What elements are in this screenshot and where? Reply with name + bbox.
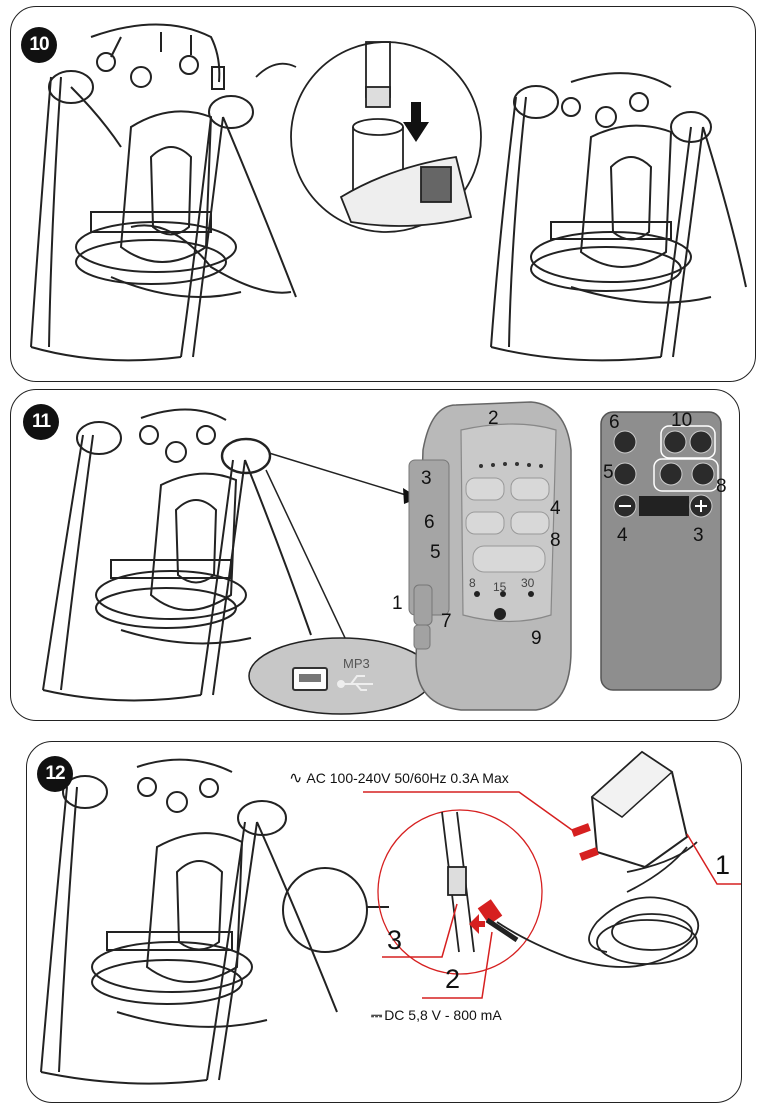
callout-unit-9: 9 bbox=[531, 628, 542, 649]
remote-control bbox=[600, 411, 722, 691]
usb-symbol-icon bbox=[337, 675, 373, 691]
callout-remote-5: 5 bbox=[603, 462, 614, 483]
callout-unit-3: 3 bbox=[421, 468, 432, 489]
insert-arrow-icon bbox=[403, 102, 429, 142]
power-adapter-illustration bbox=[40, 750, 741, 1085]
timer-label-15: 15 bbox=[493, 580, 507, 594]
remote-prev-button[interactable] bbox=[689, 430, 713, 454]
callout-socket-3: 3 bbox=[387, 925, 403, 955]
callout-adapter-1: 1 bbox=[715, 850, 731, 880]
ac-input-label: ∿AC 100-240V 50/60Hz 0.3A Max bbox=[289, 770, 509, 787]
callout-unit-7: 7 bbox=[441, 611, 452, 632]
remote-volume-up-button[interactable] bbox=[691, 462, 715, 486]
panel-step-11: 11 1 2 3 4 5 6 7 8 9 8 15 30 MP3 6 10 5 … bbox=[10, 389, 740, 721]
plug-in-arrow-icon bbox=[469, 914, 485, 934]
callout-remote-10: 10 bbox=[671, 410, 693, 431]
usb-port-closeup bbox=[248, 637, 434, 715]
ac-symbol-icon: ∿ bbox=[289, 770, 303, 787]
callout-remote-6: 6 bbox=[609, 412, 620, 433]
step-number-badge: 12 bbox=[37, 756, 73, 792]
dc-output-label: ⎓DC 5,8 V - 800 mA bbox=[371, 1007, 502, 1023]
unit-button-8[interactable] bbox=[510, 511, 550, 535]
callout-remote-4: 4 bbox=[617, 525, 628, 546]
callout-unit-8: 8 bbox=[550, 530, 561, 551]
audio-jack-icon bbox=[494, 608, 506, 620]
callout-dc-plug-2: 2 bbox=[445, 964, 461, 994]
remote-mode-button[interactable] bbox=[613, 462, 637, 486]
panel-step-12: 12 ∿AC 100-240V 50/60Hz 0.3A Max ⎓DC 5,8… bbox=[26, 741, 742, 1103]
unit-button-5[interactable] bbox=[472, 545, 546, 573]
timer-label-30: 30 bbox=[521, 576, 535, 590]
remote-play-pause-button[interactable] bbox=[613, 430, 637, 454]
callout-remote-8: 8 bbox=[716, 476, 727, 497]
unit-button-3[interactable] bbox=[465, 477, 505, 501]
unit-button-6[interactable] bbox=[465, 511, 505, 535]
step-number-badge: 11 bbox=[23, 404, 59, 440]
usb-mp3-label: MP3 bbox=[343, 656, 370, 671]
callout-unit-2: 2 bbox=[488, 408, 499, 429]
swing-mobile-assembly-illustration bbox=[30, 23, 747, 362]
remote-volume-down-button[interactable] bbox=[659, 462, 683, 486]
callout-remote-3: 3 bbox=[693, 525, 704, 546]
unit-button-4[interactable] bbox=[510, 477, 550, 501]
panel-step-10: 10 bbox=[10, 6, 756, 382]
callout-unit-6: 6 bbox=[424, 512, 435, 533]
swing-controls-illustration bbox=[42, 401, 722, 715]
callout-unit-1: 1 bbox=[392, 593, 403, 614]
remote-next-button[interactable] bbox=[663, 430, 687, 454]
callout-unit-4: 4 bbox=[550, 498, 561, 519]
callout-unit-5: 5 bbox=[430, 542, 441, 563]
step-number-badge: 10 bbox=[21, 27, 57, 63]
timer-label-8: 8 bbox=[469, 576, 476, 590]
dc-symbol-icon: ⎓ bbox=[371, 1007, 383, 1023]
